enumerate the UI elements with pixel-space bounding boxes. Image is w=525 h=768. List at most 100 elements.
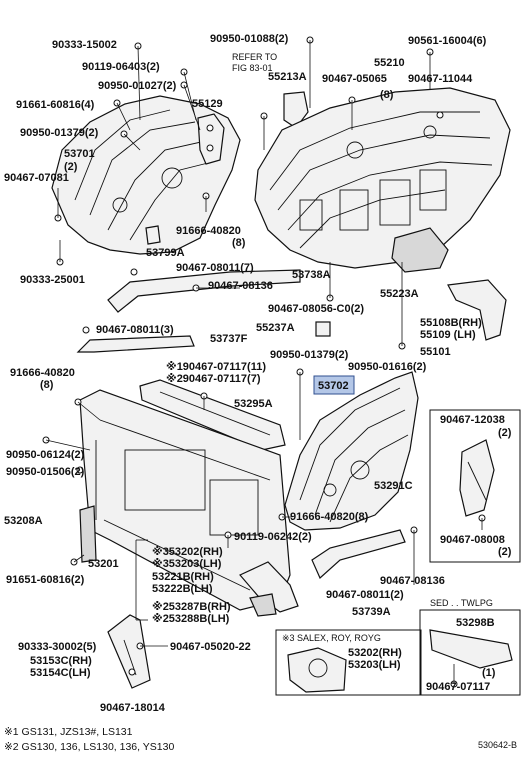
label-53222B: 53222B(LH) — [152, 583, 213, 595]
label-253288B: ※253288B(LH) — [152, 613, 230, 625]
label-53153C: 53153C(RH) — [30, 655, 92, 667]
bracket-55129 — [197, 113, 225, 165]
label-90950-01027: 90950-01027(2) — [98, 80, 177, 92]
bracket-53153C — [107, 614, 151, 689]
fender-apron-53701 — [51, 95, 241, 255]
label-90950-01506: 90950-01506(2) — [6, 466, 85, 478]
label-353203: ※353203(LH) — [152, 558, 222, 570]
support-upper-53295A — [139, 379, 286, 451]
label-91661-60816: 91661-60816(4) — [16, 99, 95, 111]
label-55210: 55210 — [374, 57, 405, 69]
label-55223A: 55223A — [380, 288, 419, 300]
dash-panel-55101 — [254, 87, 511, 269]
inset-panel-53202 — [275, 629, 422, 696]
label-90333-30002: 90333-30002(5) — [18, 641, 97, 653]
label-53154C: 53154C(LH) — [30, 667, 91, 679]
label-90467-08011-b: 90467-08011(3) — [96, 324, 174, 336]
cover-55213A — [283, 91, 309, 129]
bracket-55108B — [447, 279, 507, 341]
label-90950-01088: 90950-01088(2) — [210, 33, 289, 45]
highlight-53702 — [313, 375, 355, 395]
brace-53739A — [311, 529, 406, 579]
label-253287B: ※253287B(RH) — [152, 601, 231, 613]
bracket-53287B — [249, 593, 277, 617]
label-90467-08136-a: 90467-08136 — [208, 280, 273, 292]
label-91651-60816: 91651-60816(2) — [6, 574, 85, 586]
label-90467-08136-b: 90467-08136 — [380, 575, 445, 587]
support-side-53208A — [79, 505, 97, 563]
label-90333-25001: 90333-25001 — [20, 274, 85, 286]
label-53298B: 53298B — [456, 617, 495, 629]
label-55108B: 55108B(RH) — [420, 317, 482, 329]
label-90950-01379-b: 90950-01379(2) — [270, 349, 349, 361]
label-91666-40820-b: 91666-40820 — [10, 367, 75, 379]
insulator-55223A — [391, 227, 449, 273]
figure-code: 530642-B — [478, 740, 517, 750]
label-sed-twlpg: SED . . TWLPG — [430, 598, 493, 608]
label-90119-06242: 90119-06242(2) — [234, 531, 312, 543]
brace-53737F — [76, 335, 195, 353]
fender-apron-53702 — [284, 371, 419, 531]
label-53702: 53702 — [318, 380, 349, 392]
label-90950-01379-a: 90950-01379(2) — [20, 127, 99, 139]
inset-panel-53298B — [419, 609, 521, 696]
label-55213A: 55213A — [268, 71, 307, 83]
seal-53799A — [145, 225, 161, 245]
label-90467-18014: 90467-18014 — [100, 702, 166, 714]
footnote-1: ※1 GS131, JZS13#, LS131 — [4, 726, 133, 738]
label-91666-40820-b-qty: (8) — [40, 379, 54, 391]
label-53202: 53202(RH) — [348, 647, 402, 659]
label-55109: 55109 (LH) — [420, 329, 476, 341]
footnotes: ※1 GS131, JZS13#, LS131 ※2 GS130, 136, L… — [4, 726, 517, 753]
label-90467-08008-qty: (2) — [498, 546, 512, 558]
label-53739A: 53739A — [352, 606, 391, 618]
label-91666-40820-a: 91666-40820 — [176, 225, 241, 237]
label-90467-08011-c: 90467-08011(2) — [326, 589, 404, 601]
leader-lines — [45, 40, 483, 684]
label-90467-08011-a: 90467-08011(7) — [176, 262, 254, 274]
label-refer-to: REFER TO — [232, 52, 277, 62]
bracket-55237A — [315, 321, 331, 337]
label-190467-07117: ※190467-07117(11) — [166, 361, 266, 373]
label-91666-40820-c: 91666-40820(8) — [290, 511, 369, 523]
label-53221B: 53221B(RH) — [152, 571, 214, 583]
label-90467-05065: 90467-05065 — [322, 73, 387, 85]
label-90467-07117: 90467-07117 — [426, 681, 490, 693]
label-90950-01616: 90950-01616(2) — [348, 361, 427, 373]
label-53701-qty: (2) — [64, 161, 78, 173]
label-55129: 55129 — [192, 98, 223, 110]
part-labels: 90333-15002 90119-06403(2) 90950-01027(2… — [4, 33, 512, 714]
label-90950-06124: 90950-06124(2) — [6, 449, 85, 461]
label-90467-05065-qty: (8) — [380, 89, 394, 101]
label-90467-12038-qty: (2) — [498, 427, 512, 439]
brace-53738A — [107, 269, 301, 313]
label-53738A: 53738A — [292, 269, 331, 281]
footnote-2: ※2 GS130, 136, LS130, 136, YS130 — [4, 741, 174, 753]
label-290467-07117: ※290467-07117(7) — [166, 373, 261, 385]
label-53295A: 53295A — [234, 398, 273, 410]
label-53298B-qty: (1) — [482, 667, 496, 679]
label-53208A: 53208A — [4, 515, 43, 527]
label-53291C: 53291C — [374, 480, 413, 492]
label-90467-07081: 90467-07081 — [4, 172, 69, 184]
label-91666-40820-a-qty: (8) — [232, 237, 246, 249]
label-53201: 53201 — [88, 558, 119, 570]
label-90561-16004: 90561-16004(6) — [408, 35, 487, 47]
fastener-bolts — [42, 36, 486, 688]
label-55101: 55101 — [420, 346, 451, 358]
label-353202: ※353202(RH) — [152, 546, 223, 558]
label-90119-06403: 90119-06403(2) — [82, 61, 160, 73]
label-53799A: 53799A — [146, 247, 185, 259]
label-90333-15002: 90333-15002 — [52, 39, 117, 51]
label-53737F: 53737F — [210, 333, 248, 345]
label-55237A: 55237A — [256, 322, 295, 334]
inset-bracket-12038 — [429, 409, 521, 563]
label-note3: ※3 SALEX, ROY, ROYG — [282, 633, 381, 643]
label-90467-08008: 90467-08008 — [440, 534, 505, 546]
label-90467-12038: 90467-12038 — [440, 414, 505, 426]
label-53701: 53701 — [64, 148, 95, 160]
label-90467-08056: 90467-08056-C0(2) — [268, 303, 364, 315]
label-90467-11044: 90467-11044 — [408, 73, 473, 85]
label-fig-ref: FIG 83-01 — [232, 63, 273, 73]
